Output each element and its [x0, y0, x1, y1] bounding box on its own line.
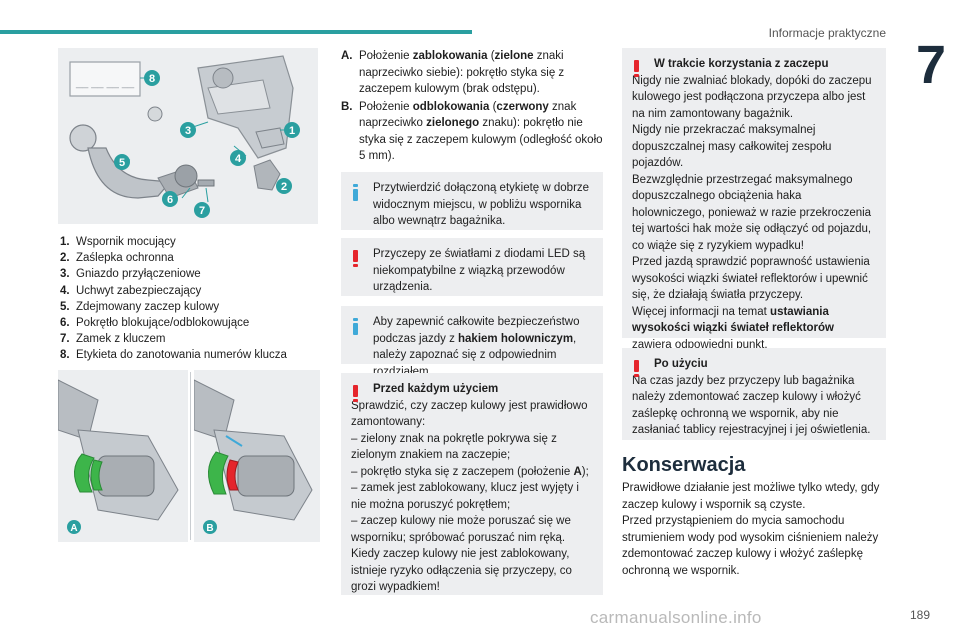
after-use-warning: Po użyciu Na czas jazdy bez przyczepy lu… [622, 348, 886, 440]
key-number-label [69, 61, 141, 97]
unlocked-position-illustration: B [193, 370, 320, 542]
key-label-plate-text: __ __ __ __ [75, 77, 135, 89]
maintenance-text: Prawidłowe działanie jest możliwe tylko … [622, 482, 880, 577]
legend-item: 3.Gniazdo przyłączeniowe [60, 268, 201, 281]
legend-item: 4.Uchwyt zabezpieczający [60, 284, 202, 297]
locked-position-illustration: A [57, 370, 188, 542]
locked-position-text: A. Położenie zablokowania (zielone znaki… [341, 50, 565, 95]
figure-b-label: B [206, 523, 213, 534]
callout-1-label: 1 [289, 125, 295, 137]
callout-3-label: 3 [185, 125, 191, 137]
info-icon [353, 318, 358, 335]
before-use-warning: Przed każdym użyciem Sprawdzić, czy zacz… [341, 373, 603, 595]
unlocked-position-text: B. Położenie odblokowania (czerwony znak… [341, 100, 603, 163]
watermark: carmanualsonline.info [590, 608, 762, 627]
chapter-number: 7 [915, 35, 946, 95]
callout-5-label: 5 [119, 157, 125, 169]
legend-item: 5.Zdejmowany zaczep kulowy [60, 300, 220, 313]
info-label-note: Przytwierdzić dołączoną etykietę w dobrz… [341, 172, 603, 230]
maintenance-heading: Konserwacja [622, 454, 746, 476]
legend-item: 6.Pokrętło blokujące/odblokowujące [60, 317, 250, 330]
components-legend: 1.Wspornik mocujący 2.Zaślepka ochronna … [60, 234, 330, 364]
callout-7-label: 7 [199, 205, 205, 217]
callout-7 [194, 202, 210, 218]
positions-description: A. Położenie zablokowania (zielone znaki… [341, 48, 603, 166]
page-number: 189 [909, 608, 930, 622]
towbar-components-drawing: __ __ __ __ 8 3 1 [69, 55, 300, 218]
callout-6-label: 6 [167, 194, 173, 206]
callout-4-label: 4 [235, 153, 242, 165]
locked-position-drawing: A [57, 379, 179, 534]
callout-3 [180, 122, 196, 138]
during-use-title: W trakcie korzystania z zaczepu [654, 58, 829, 70]
callout-8 [144, 70, 160, 86]
callout-6 [162, 191, 178, 207]
figure-divider [190, 372, 191, 540]
info-icon [353, 184, 358, 201]
warning-icon [353, 250, 358, 267]
warning-icon [634, 360, 639, 377]
callout-2-label: 2 [281, 181, 287, 193]
legend-item: 2.Zaślepka ochronna [60, 252, 174, 265]
during-use-warning: W trakcie korzystania z zaczepu Nigdy ni… [622, 48, 886, 351]
legend-item: 8.Etykieta do zanotowania numerów klucza [60, 349, 287, 362]
figure-a-label: A [70, 523, 77, 534]
unlocked-position-drawing: B [193, 379, 313, 534]
callout-4 [230, 150, 246, 166]
towbar-components-illustration: __ __ __ __ 8 3 1 [58, 48, 318, 224]
callout-1 [284, 122, 300, 138]
chapter-tab [892, 24, 960, 106]
led-warning: Przyczepy ze światłami z diodami LED są … [341, 238, 603, 296]
section-title: Informacje praktyczne [768, 26, 886, 40]
safety-info-note: Aby zapewnić całkowite bezpieczeństwo po… [341, 306, 603, 378]
legend-item: 1.Wspornik mocujący [60, 236, 176, 248]
callout-8-label: 8 [149, 73, 155, 85]
legend-item: 7.Zamek z kluczem [60, 333, 166, 346]
callout-2 [276, 178, 292, 194]
warning-icon [634, 60, 639, 77]
after-use-title: Po użyciu [654, 358, 708, 370]
before-use-title: Przed każdym użyciem [373, 383, 499, 395]
header-accent-bar [0, 30, 472, 34]
callout-5 [114, 154, 130, 170]
figure-b-badge [203, 520, 217, 534]
warning-icon [353, 385, 358, 402]
figure-a-badge [67, 520, 81, 534]
